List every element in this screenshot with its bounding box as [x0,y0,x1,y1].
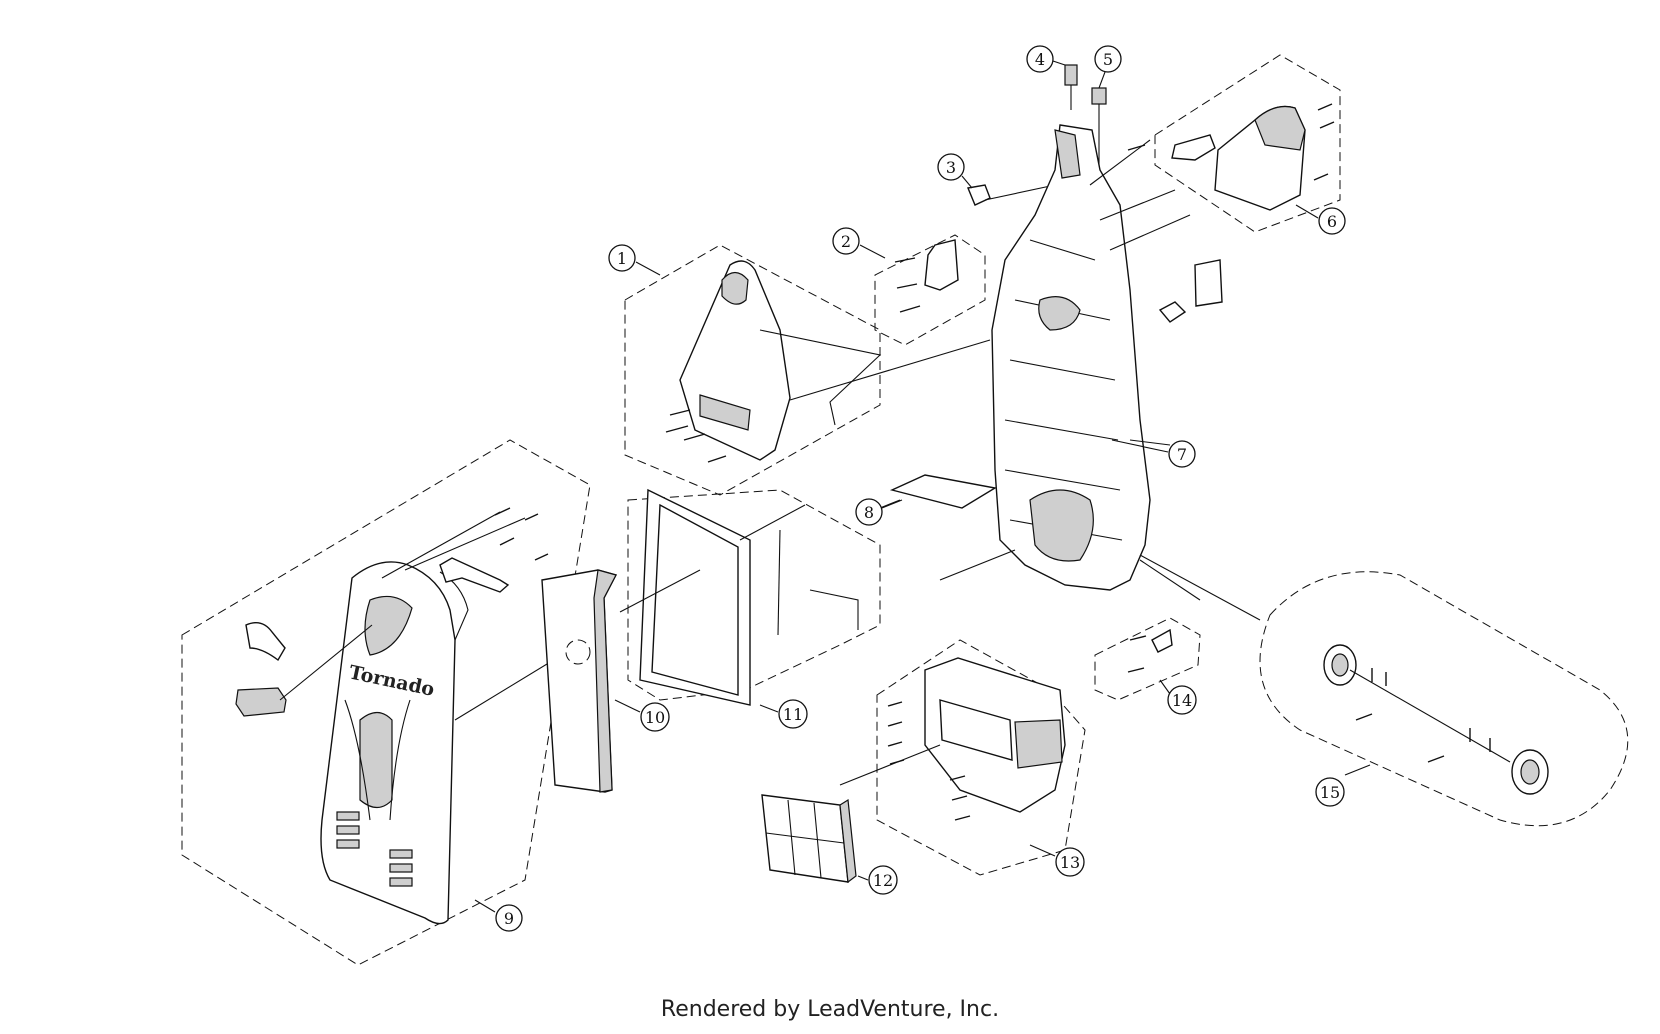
callout-13: 13 [1029,844,1085,877]
svg-text:3: 3 [946,158,956,177]
callout-2: 2 [832,227,886,259]
svg-text:10: 10 [645,708,665,727]
front-cover-grille [336,699,413,887]
part-8-pad [879,474,997,509]
callout-15: 15 [1315,764,1371,807]
part-group-2-bracket [874,234,986,346]
mount-bracket [439,557,510,593]
callout-9: 9 [474,899,523,932]
callout-10: 10 [614,699,670,732]
part-group-1-cyclone-inlet [624,244,991,496]
part-group-14 [1094,617,1201,701]
svg-text:1: 1 [617,249,627,268]
front-cover-opening [364,595,413,656]
part-group-15-wheel-axle [1259,571,1629,827]
callout-7: 7 [1111,439,1196,468]
svg-text:6: 6 [1327,212,1337,231]
svg-text:2: 2 [841,232,851,251]
svg-text:14: 14 [1172,691,1192,710]
callout-6: 6 [1295,204,1346,235]
exploded-parts-diagram: Tornado [181,45,1629,966]
part-4-screw [1064,64,1078,110]
callout-4: 4 [1026,45,1066,73]
svg-text:7: 7 [1177,445,1187,464]
svg-text:9: 9 [504,909,514,928]
callout-8: 8 [855,498,903,526]
part-7-rear-housing [939,124,1261,621]
svg-text:12: 12 [873,871,893,890]
svg-text:15: 15 [1320,783,1340,802]
part-group-13-motor-housing [839,639,1086,876]
part-group-11-gasket [619,488,881,706]
svg-text:11: 11 [783,705,803,724]
latch-part [245,622,286,662]
footer-credit: Rendered by LeadVenture, Inc. [660,997,1000,1022]
svg-text:5: 5 [1103,50,1113,69]
latch-button [235,687,287,717]
svg-text:8: 8 [864,503,874,522]
part-group-6-handle-mount [1127,54,1341,233]
part-3-clip [967,184,1056,206]
callout-3: 3 [937,153,973,189]
callout-12: 12 [857,865,898,895]
callout-1: 1 [608,244,661,276]
part-group-9-front-cover: Tornado [181,439,591,966]
callout-5: 5 [1094,45,1122,89]
callout-11: 11 [759,699,808,729]
svg-text:13: 13 [1060,853,1080,872]
part-10-panel [541,569,618,793]
callout-14: 14 [1159,679,1197,715]
svg-text:4: 4 [1035,50,1045,69]
part-12-filter [761,794,857,884]
